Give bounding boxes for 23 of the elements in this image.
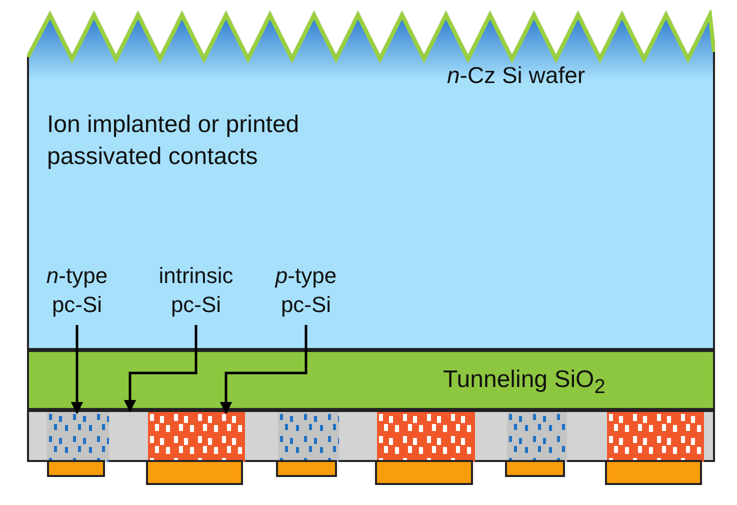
p-doped-region: [607, 412, 704, 462]
callout-text: p-type pc-Si: [266, 261, 346, 323]
callout-text: intrinsic pc-Si: [141, 261, 251, 323]
polysilicon-layer: [27, 410, 715, 462]
metal-contact: [605, 460, 702, 485]
callout-text: n-type pc-Si: [37, 261, 117, 323]
oxide-layer: Tunneling SiO$_{2}$: [27, 350, 715, 410]
leader-arrow: [124, 325, 198, 412]
metal-contact: [375, 460, 473, 485]
metal-contact: [276, 460, 337, 477]
leader-arrow: [70, 325, 84, 414]
wafer-layer: [27, 10, 715, 350]
p-doped-region: [377, 412, 475, 462]
n-doped-region: [47, 412, 109, 462]
n-doped-region: [507, 412, 567, 462]
metal-contact: [505, 460, 565, 477]
metal-contact: [146, 460, 243, 485]
metal-contact: [47, 460, 105, 477]
layer-label: n-Cz Si wafer: [447, 62, 586, 89]
note-text: Ion implanted or printed passivated contacts: [47, 110, 300, 172]
leader-arrow: [220, 325, 308, 414]
n-doped-region: [278, 412, 339, 462]
p-doped-region: [148, 412, 245, 462]
